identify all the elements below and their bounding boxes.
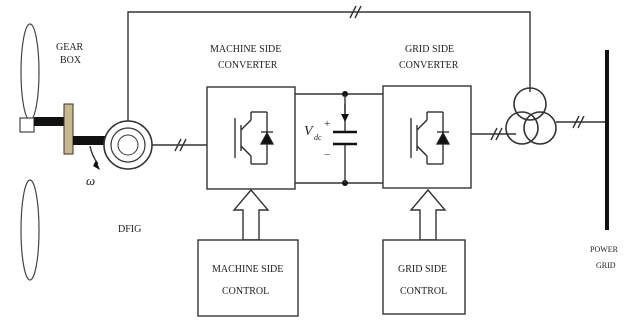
gsc-control-arrow [409,188,447,241]
power-grid-label-line2: GRID [596,261,616,270]
grid-side-control-box [382,239,466,315]
machine-side-converter-box [206,86,296,190]
grid-side-converter-box [382,85,472,189]
turbine-blade-top [20,23,40,121]
rotor-wire-slash [174,138,187,152]
high-speed-shaft [73,136,123,145]
power-grid-label-line1: POWER [590,245,619,254]
gsc-label-line1: GRID SIDE [405,44,454,55]
machine-side-control-box [197,239,299,317]
dc-plus-sign: + [324,118,330,130]
vdc-subscript: dc [314,133,322,142]
dfig-generator [103,120,153,170]
msctrl-label-line2: CONTROL [222,286,269,297]
low-speed-shaft [34,117,66,126]
grid-wire-slash [572,115,585,129]
msc-label-line1: MACHINE SIDE [210,44,281,55]
msc-label-line2: CONVERTER [218,60,278,71]
turbine-hub [19,117,35,133]
gear-box [63,103,74,155]
omega-label: ω [86,173,95,188]
dfig-label: DFIG [118,224,141,235]
transformer [505,87,557,145]
dc-minus-sign: − [324,149,330,161]
turbine-rotor [19,23,40,281]
msc-igbt-symbol [234,111,275,165]
gsctrl-label-line2: CONTROL [400,286,447,297]
rotation-arrow [89,145,99,165]
gsc-label-line2: CONVERTER [399,60,459,71]
gsc-igbt-symbol [410,111,451,165]
vdc-label: V [304,124,314,139]
msc-control-arrow [232,188,270,241]
stator-wire [127,11,531,121]
gsctrl-label-line1: GRID SIDE [398,264,447,275]
gear-box-label-line1: GEAR [56,42,84,53]
rotation-arrow-head [93,160,100,170]
msctrl-label-line1: MACHINE SIDE [212,264,283,275]
stator-wire-slash [349,5,362,19]
dc-arrow-head [341,114,349,122]
gear-box-label-line2: BOX [60,55,82,66]
turbine-blade-bottom [20,179,40,281]
